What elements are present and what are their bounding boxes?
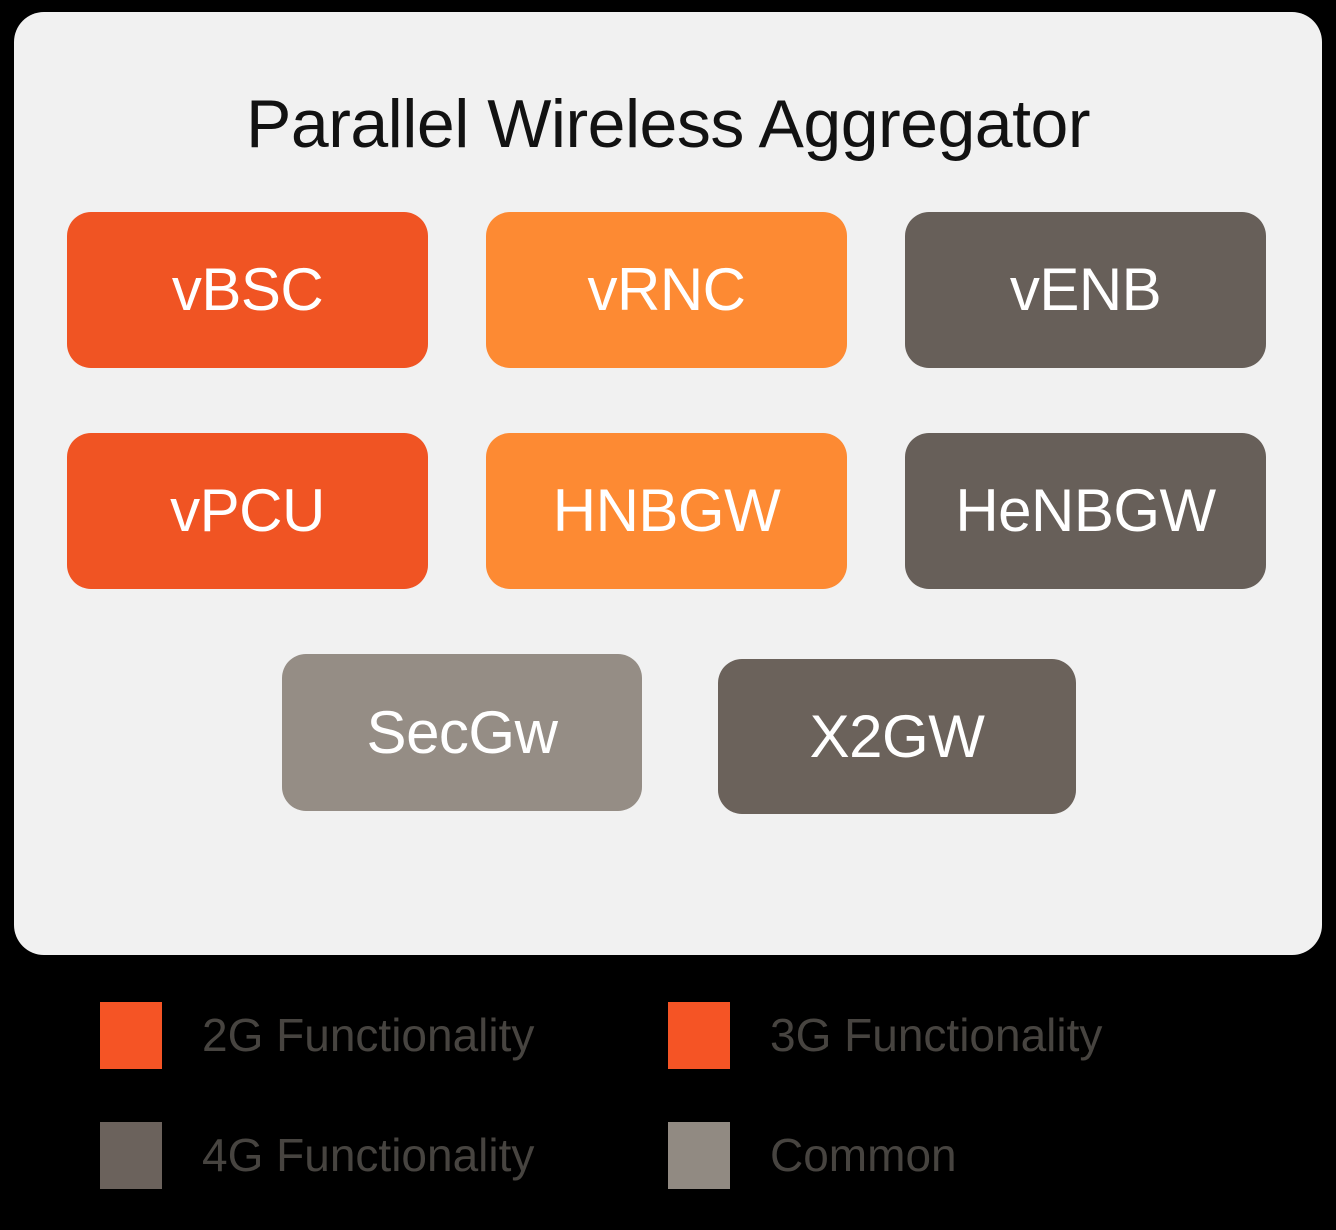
legend-row-2: 4G Functionality Common: [0, 1105, 1336, 1225]
legend-swatch-4g-icon: [100, 1121, 162, 1189]
aggregator-card: Parallel Wireless Aggregator vBSC vRNC v…: [14, 12, 1322, 955]
node-row-2: vPCU HNBGW HeNBGW: [14, 433, 1322, 591]
node-label: HNBGW: [552, 477, 781, 544]
node-label: SecGw: [366, 698, 558, 766]
node-grid: vBSC vRNC vENB vPCU HNBGW HeNBGW: [14, 212, 1322, 814]
node-vpcu[interactable]: vPCU: [67, 433, 428, 589]
node-label: vENB: [1009, 256, 1162, 323]
legend-swatch-common-icon: [668, 1121, 730, 1189]
node-row-1: vBSC vRNC vENB: [14, 212, 1322, 370]
node-venb[interactable]: vENB: [905, 212, 1266, 368]
node-label: HeNBGW: [955, 477, 1216, 544]
node-secgw[interactable]: SecGw: [282, 654, 642, 811]
legend-swatch-3g-icon: [668, 1001, 730, 1069]
legend-item-3g: 3G Functionality: [640, 985, 1240, 1085]
legend-item-4g: 4G Functionality: [0, 1105, 640, 1205]
node-hnbgw[interactable]: HNBGW: [486, 433, 847, 589]
legend-label: Common: [770, 1129, 957, 1181]
legend-label: 2G Functionality: [202, 1009, 535, 1061]
node-label: vBSC: [171, 256, 324, 323]
node-x2gw[interactable]: X2GW: [718, 659, 1076, 814]
legend-label: 3G Functionality: [770, 1009, 1103, 1061]
node-row-3: SecGw X2GW: [14, 654, 1322, 814]
node-henbgw[interactable]: HeNBGW: [905, 433, 1266, 589]
node-vbsc[interactable]: vBSC: [67, 212, 428, 368]
legend-row-1: 2G Functionality 3G Functionality: [0, 985, 1336, 1105]
node-label: vRNC: [587, 256, 747, 323]
legend-item-common: Common: [640, 1105, 1240, 1205]
legend-item-2g: 2G Functionality: [0, 985, 640, 1085]
legend: 2G Functionality 3G Functionality 4G Fun…: [0, 985, 1336, 1225]
node-vrnc[interactable]: vRNC: [486, 212, 847, 368]
legend-swatch-2g-icon: [100, 1001, 162, 1069]
node-label: X2GW: [809, 702, 985, 770]
page-title: Parallel Wireless Aggregator: [246, 86, 1090, 162]
legend-label: 4G Functionality: [202, 1129, 535, 1181]
node-label: vPCU: [170, 477, 325, 544]
